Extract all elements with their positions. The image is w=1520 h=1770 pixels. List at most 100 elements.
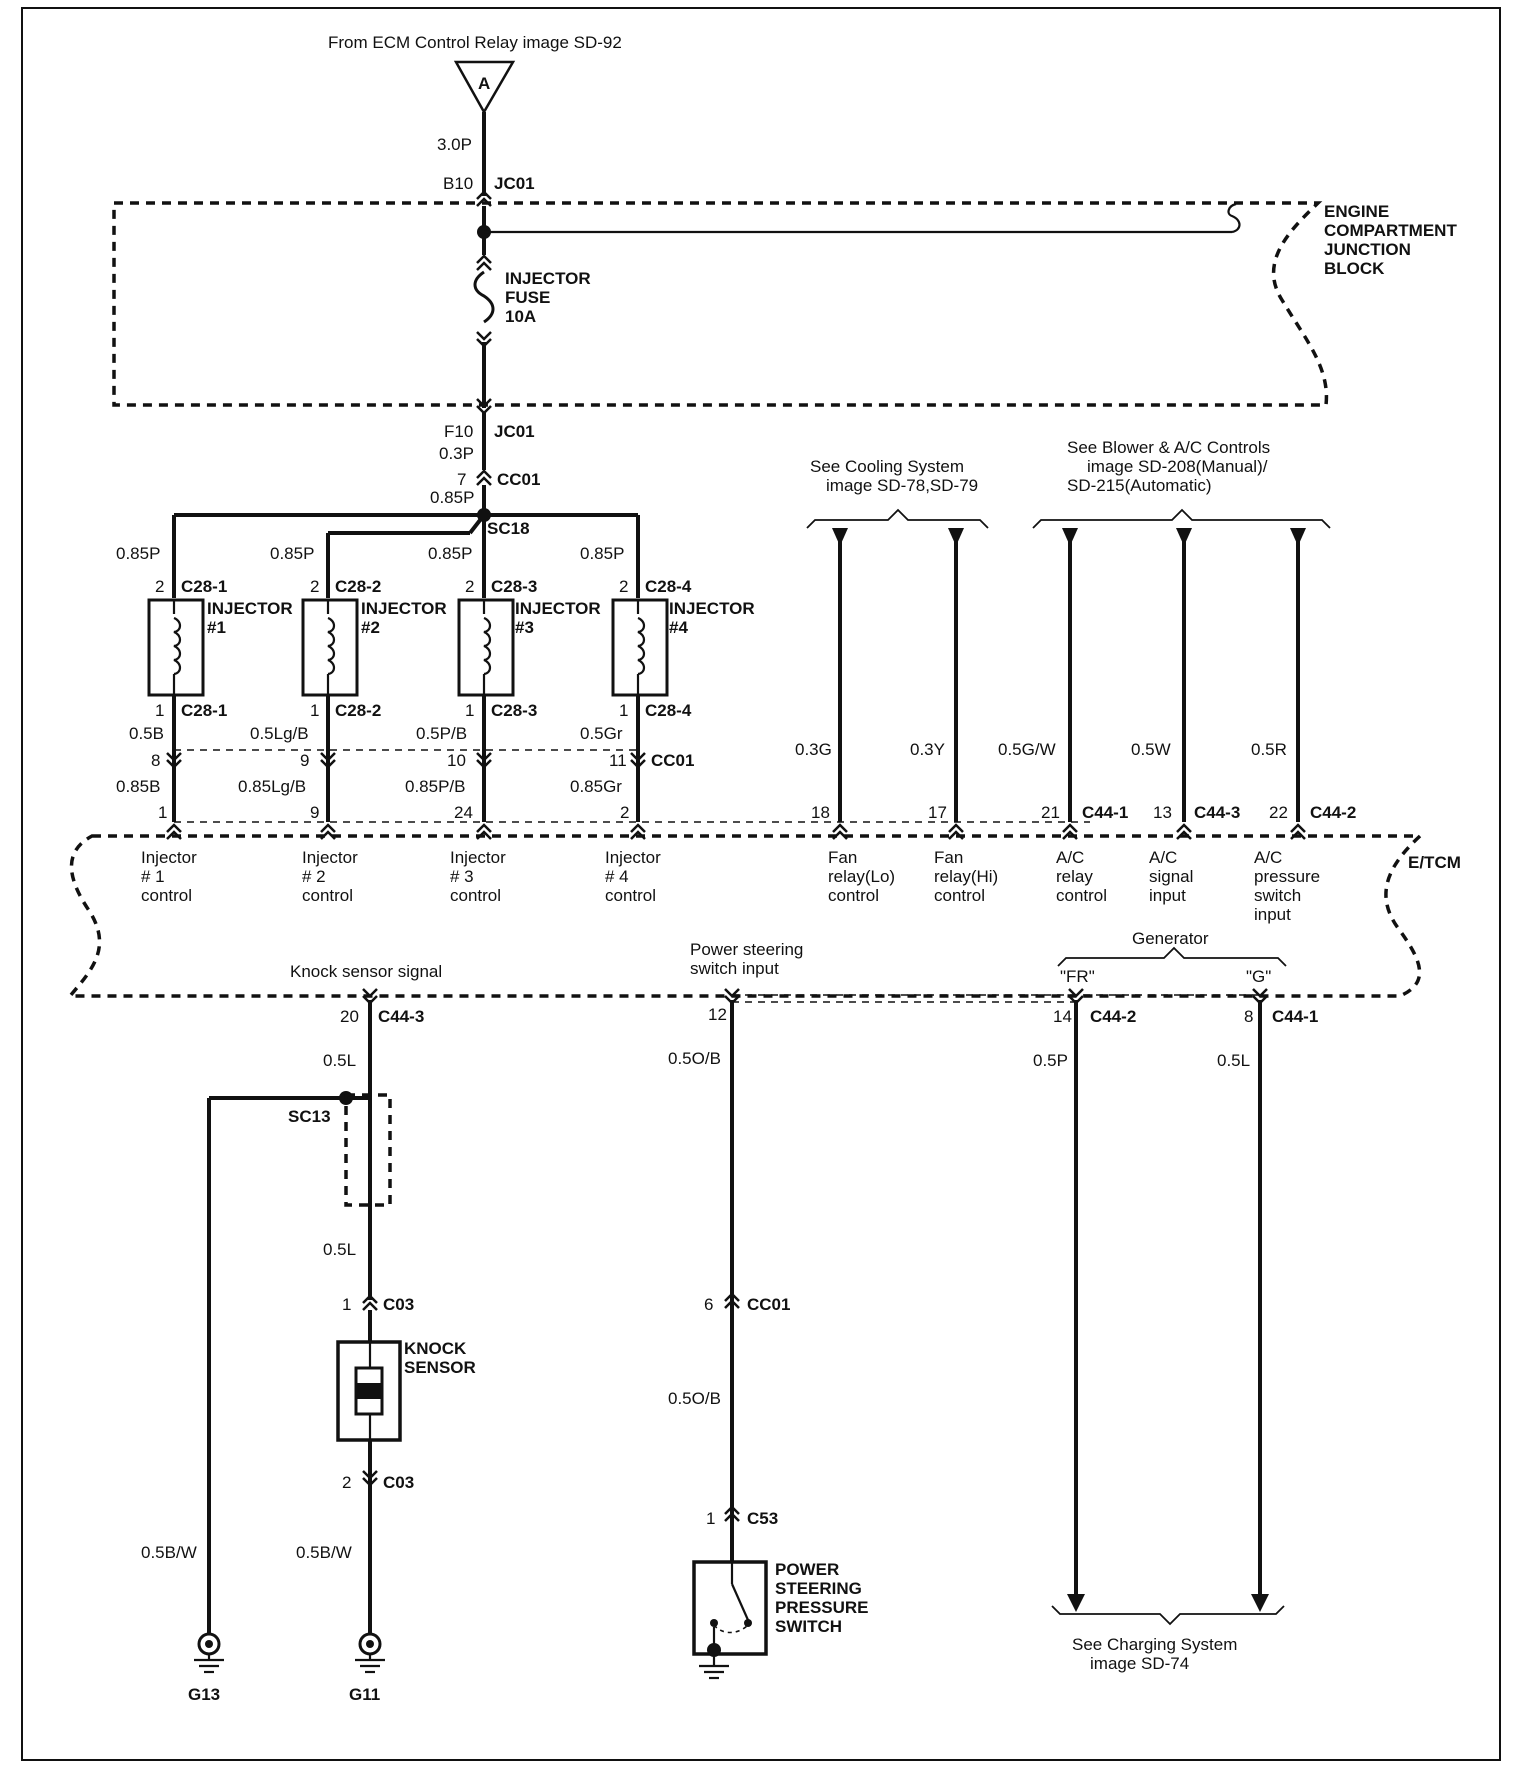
injector-3-ecm-label: Injector # 3 control: [450, 848, 510, 905]
svg-text:0.85P: 0.85P: [580, 544, 624, 563]
svg-text:C28-1: C28-1: [181, 577, 227, 596]
ground-g11-label: G11: [349, 1685, 380, 1704]
injector-3: 0.85P 2 C28-3 INJECTOR #3 1 C28-3 0.5P/B…: [405, 515, 601, 905]
bus-break-icon: [1227, 202, 1241, 234]
cooling-brace: [806, 508, 989, 529]
svg-text:0.5L: 0.5L: [323, 1240, 356, 1259]
svg-text:0.5P: 0.5P: [1033, 1051, 1068, 1070]
charging-brace: [1051, 1605, 1285, 1626]
top-wire-gauge: 3.0P: [437, 135, 472, 154]
svg-text:C44-3: C44-3: [378, 1007, 424, 1026]
svg-text:C28-3: C28-3: [491, 701, 537, 720]
injector-1: 0.85P 2 C28-1 INJECTOR #1 1 C28-1 0.5B 8…: [116, 515, 297, 905]
cc01-connector-top: CC01: [497, 470, 540, 489]
etcm-label: E/TCM: [1408, 853, 1461, 872]
generator-brace: [1057, 946, 1287, 967]
f10-pin: F10: [444, 422, 473, 441]
svg-text:1: 1: [342, 1295, 351, 1314]
svg-text:2: 2: [465, 577, 474, 596]
svg-text:0.3Y: 0.3Y: [910, 740, 945, 759]
svg-text:0.5L: 0.5L: [1217, 1051, 1250, 1070]
source-ref: From ECM Control Relay image SD-92: [328, 33, 622, 52]
injector-1-label: INJECTOR #1: [207, 599, 297, 637]
svg-text:0.5W: 0.5W: [1131, 740, 1171, 759]
cooling-ref: See Cooling System image SD-78,SD-79: [810, 457, 978, 495]
svg-text:C03: C03: [383, 1473, 414, 1492]
svg-text:CC01: CC01: [747, 1295, 790, 1314]
svg-text:C28-1: C28-1: [181, 701, 227, 720]
injector-2-ecm-label: Injector # 2 control: [302, 848, 362, 905]
cc01-connector-mid: CC01: [651, 751, 694, 770]
svg-text:1: 1: [706, 1509, 715, 1528]
svg-text:C28-3: C28-3: [491, 577, 537, 596]
svg-text:C28-2: C28-2: [335, 577, 381, 596]
top-wire-connector: JC01: [494, 174, 535, 193]
injector-2: 0.85P 2 C28-2 INJECTOR #2 1 C28-2 0.5Lg/…: [238, 533, 447, 905]
ps-switch-body: [692, 1560, 768, 1656]
injector-fuse-icon: [473, 270, 495, 324]
svg-text:0.5B: 0.5B: [129, 724, 164, 743]
svg-text:C28-2: C28-2: [335, 701, 381, 720]
svg-text:0.5Lg/B: 0.5Lg/B: [250, 724, 309, 743]
svg-text:0.85P: 0.85P: [428, 544, 472, 563]
ps-switch-label: POWER STEERING PRESSURE SWITCH: [775, 1560, 873, 1636]
page-frame: [21, 7, 1501, 1761]
ps-switch-contact-icon: [730, 1583, 750, 1621]
source-letter: A: [478, 74, 490, 93]
svg-text:10: 10: [447, 751, 466, 770]
svg-text:0.85P: 0.85P: [116, 544, 160, 563]
svg-text:17: 17: [928, 803, 947, 822]
svg-text:14: 14: [1053, 1007, 1072, 1026]
svg-text:C28-4: C28-4: [645, 577, 692, 596]
svg-text:C44-3: C44-3: [1194, 803, 1240, 822]
ground-g13-label: G13: [188, 1685, 220, 1704]
svg-text:1: 1: [310, 701, 319, 720]
svg-text:C03: C03: [383, 1295, 414, 1314]
svg-text:20: 20: [340, 1007, 359, 1026]
charging-ref: See Charging System image SD-74: [1072, 1635, 1242, 1673]
svg-text:22: 22: [1269, 803, 1288, 822]
power-steering-label: Power steering switch input: [690, 940, 808, 978]
svg-text:0.85Gr: 0.85Gr: [570, 777, 622, 796]
svg-text:0.5O/B: 0.5O/B: [668, 1049, 721, 1068]
source-triangle: [453, 60, 516, 115]
svg-text:C53: C53: [747, 1509, 778, 1528]
etcm-outline: [66, 834, 1425, 998]
svg-text:9: 9: [310, 803, 319, 822]
svg-text:C44-1: C44-1: [1272, 1007, 1318, 1026]
svg-text:1: 1: [158, 803, 167, 822]
svg-text:0.5O/B: 0.5O/B: [668, 1389, 721, 1408]
generator-label: Generator: [1132, 929, 1209, 948]
svg-text:6: 6: [704, 1295, 713, 1314]
junction-block-outline: [112, 201, 1329, 407]
blower-ref: See Blower & A/C Controls image SD-208(M…: [1067, 438, 1275, 495]
svg-text:C44-2: C44-2: [1310, 803, 1356, 822]
svg-text:0.85P: 0.85P: [270, 544, 314, 563]
injector-4-ecm-label: Injector # 4 control: [605, 848, 665, 905]
svg-text:24: 24: [454, 803, 473, 822]
ground-g13-icon: [194, 1632, 224, 1674]
svg-text:12: 12: [708, 1005, 727, 1024]
injector-4-label: INJECTOR #4: [669, 599, 759, 637]
svg-text:8: 8: [151, 751, 160, 770]
injector-4: 0.85P 2 C28-4 INJECTOR #4 1 C28-4 0.5Gr …: [570, 515, 759, 905]
svg-text:1: 1: [465, 701, 474, 720]
svg-text:0.85B: 0.85B: [116, 777, 160, 796]
svg-text:0.5P/B: 0.5P/B: [416, 724, 467, 743]
injector-fuse-label: INJECTOR FUSE 10A: [505, 269, 595, 326]
svg-text:0.5R: 0.5R: [1251, 740, 1287, 759]
charging-g-arrow-icon: [1251, 1594, 1269, 1612]
svg-text:0.5B/W: 0.5B/W: [141, 1543, 197, 1562]
svg-text:0.85P/B: 0.85P/B: [405, 777, 466, 796]
sc13-label: SC13: [288, 1107, 331, 1126]
svg-text:11: 11: [609, 751, 627, 770]
injector-1-ecm-label: Injector # 1 control: [141, 848, 201, 905]
